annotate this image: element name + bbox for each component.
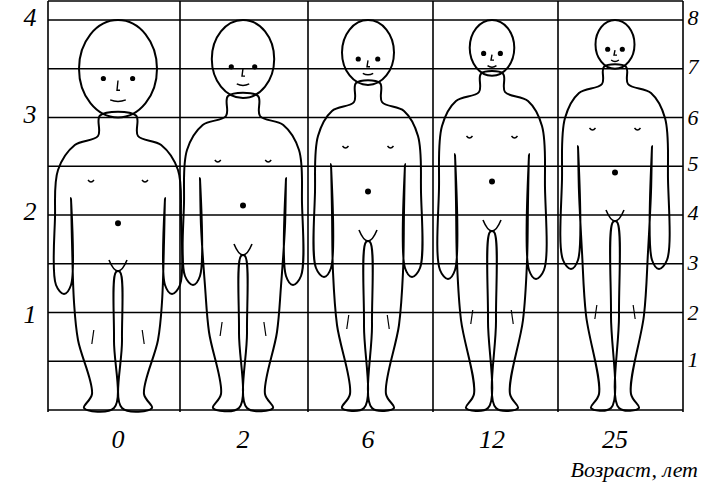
- mouth: [611, 60, 619, 62]
- knee-mark: [595, 305, 597, 319]
- age-label: 2: [237, 427, 250, 453]
- nipple: [142, 180, 148, 182]
- grid-line: [682, 1, 684, 412]
- nipple: [343, 146, 349, 148]
- age-label: 0: [112, 427, 125, 453]
- grid-line: [307, 1, 309, 412]
- grid-line: [432, 1, 434, 412]
- head-outline: [596, 20, 635, 69]
- knee-mark: [220, 322, 222, 336]
- knee-mark: [511, 310, 513, 324]
- nipple: [215, 160, 221, 162]
- eye: [482, 52, 485, 55]
- eye: [499, 52, 502, 55]
- genitals: [483, 220, 501, 231]
- navel: [116, 221, 120, 225]
- age-label: 12: [479, 427, 505, 453]
- knee-mark: [264, 322, 266, 336]
- body-outline: [182, 93, 303, 412]
- scale-number: 1: [24, 302, 37, 328]
- eye: [131, 77, 134, 80]
- human-figure: [54, 20, 183, 412]
- scale-number: 7: [688, 56, 699, 78]
- genitals: [109, 260, 127, 271]
- grid-line: [48, 165, 683, 167]
- grid-line: [48, 0, 683, 2]
- grid-line: [48, 214, 683, 216]
- grid-line: [48, 312, 683, 314]
- nipple: [590, 128, 596, 130]
- nose: [242, 68, 245, 76]
- grid-line: [48, 68, 683, 70]
- grid: [48, 1, 683, 412]
- mouth: [237, 84, 249, 86]
- age-label: 6: [362, 427, 375, 453]
- nose: [614, 50, 617, 55]
- axis-title: Возраст, лет: [571, 459, 698, 481]
- genitals: [606, 210, 624, 221]
- eye: [102, 77, 105, 80]
- grid-line: [48, 117, 683, 119]
- scale-number: 8: [688, 7, 699, 29]
- scale-number: 1: [688, 349, 699, 371]
- scale-number: 2: [688, 302, 699, 324]
- grid-line: [47, 1, 49, 412]
- scale-number: 5: [688, 153, 699, 175]
- head-outline: [342, 20, 394, 85]
- grid-line: [557, 1, 559, 412]
- navel: [613, 170, 617, 174]
- age-label: 25: [602, 427, 628, 453]
- scale-number: 4: [688, 202, 699, 224]
- eye: [357, 57, 360, 60]
- eye: [621, 48, 624, 51]
- knee-mark: [471, 310, 473, 324]
- mouth: [488, 66, 497, 68]
- nose: [367, 60, 370, 67]
- knee-mark: [347, 315, 349, 329]
- nipple: [467, 136, 473, 138]
- scale-number: 6: [688, 107, 699, 129]
- scale-number: 3: [688, 252, 699, 274]
- human-figure: [313, 20, 422, 411]
- scale-number: 4: [24, 5, 37, 31]
- knee-mark: [92, 330, 94, 344]
- knee-mark: [387, 315, 389, 329]
- head-outline: [79, 20, 157, 118]
- mouth: [363, 73, 373, 75]
- human-figure: [560, 20, 669, 411]
- scale-number: 2: [24, 199, 37, 225]
- nipple: [265, 160, 271, 162]
- body-outline: [437, 71, 546, 411]
- eye: [376, 57, 379, 60]
- nipple: [512, 136, 518, 138]
- head-outline: [470, 20, 515, 76]
- navel: [366, 190, 370, 194]
- head-outline: [212, 20, 274, 98]
- mouth: [110, 100, 126, 102]
- eye: [253, 65, 256, 68]
- navel: [490, 180, 494, 184]
- nose: [117, 80, 120, 90]
- nipple: [88, 180, 94, 182]
- nipple: [635, 128, 641, 130]
- body-outline: [313, 80, 422, 411]
- eye: [606, 48, 609, 51]
- knee-mark: [142, 330, 144, 344]
- grid-line: [48, 263, 683, 265]
- body-outline: [560, 64, 669, 411]
- eye: [230, 65, 233, 68]
- body-outline: [54, 112, 183, 412]
- human-figure: [437, 20, 546, 411]
- scale-number: 3: [24, 102, 37, 128]
- genitals: [234, 244, 252, 255]
- nipple: [388, 146, 394, 148]
- nose: [491, 55, 494, 61]
- human-figure: [182, 20, 303, 411]
- knee-mark: [633, 305, 635, 319]
- navel: [241, 204, 245, 208]
- genitals: [359, 230, 377, 241]
